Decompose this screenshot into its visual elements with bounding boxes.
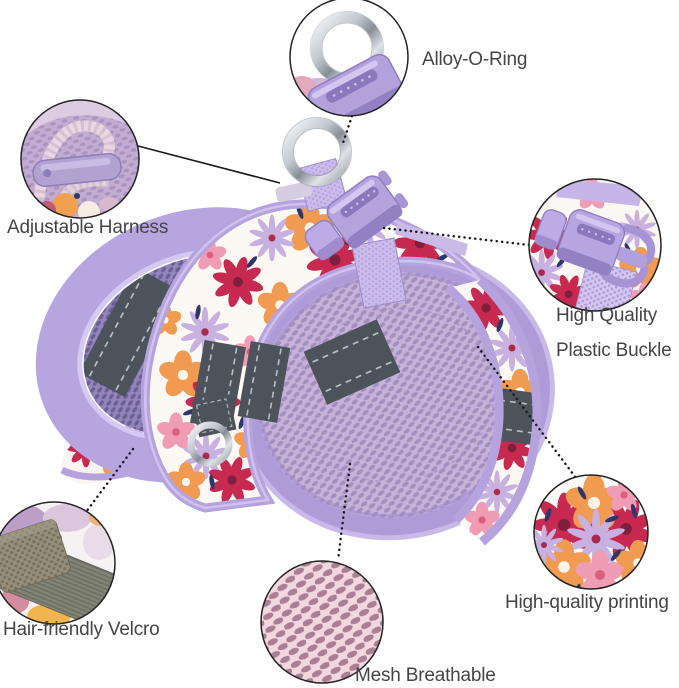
callout-border-velcro <box>0 501 116 625</box>
leader-adjustable <box>137 145 281 184</box>
callout-circle-mesh <box>261 561 383 683</box>
callout-border-printing <box>533 474 649 590</box>
side-release-buckle <box>304 170 409 261</box>
callout-border-o-ring <box>289 0 409 117</box>
label-plastic-buckle-line2: Plastic Buckle <box>556 339 672 361</box>
label-alloy-o-ring: Alloy-O-Ring <box>422 49 528 70</box>
label-high-quality-printing: High-quality printing <box>505 592 669 613</box>
label-plastic-buckle: High Quality Plastic Buckle <box>556 305 672 363</box>
callout-circle-printing <box>534 475 648 589</box>
leader-mesh <box>336 462 352 562</box>
d-ring <box>187 394 237 467</box>
callout-circle-adjustable <box>21 100 139 218</box>
callout-border-mesh <box>260 560 384 684</box>
label-adjustable-harness: Adjustable Harness <box>7 217 169 238</box>
leader-velcro <box>84 447 135 514</box>
leader-printing <box>476 345 578 480</box>
label-plastic-buckle-line1: High Quality <box>556 305 658 326</box>
reflective-strip-chest-right <box>237 341 291 423</box>
o-ring-hardware <box>282 117 352 187</box>
label-hair-friendly-velcro: Hair-friendly Velcro <box>3 619 160 640</box>
leader-o-ring <box>340 114 354 148</box>
callout-circle-buckle <box>529 179 661 311</box>
label-mesh-breathable: Mesh Breathable <box>355 665 496 686</box>
reflective-strip-dome <box>303 319 401 405</box>
callout-circle-o-ring <box>290 0 408 116</box>
callout-border-buckle <box>528 178 662 312</box>
reflective-strip-window <box>78 266 182 398</box>
callout-border-adjustable <box>20 99 140 219</box>
adjuster-strap <box>275 181 468 256</box>
buckle-strap <box>351 237 407 309</box>
